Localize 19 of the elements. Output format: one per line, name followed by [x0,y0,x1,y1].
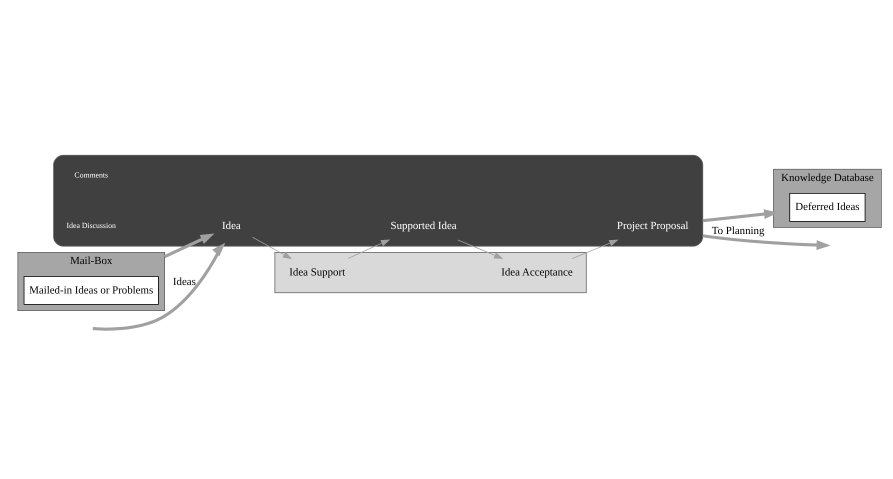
arrow [458,240,504,259]
arrow [92,242,226,331]
node-box: Mailed-in Ideas or Problems [24,276,159,305]
arrow [702,209,778,222]
node-text: Idea Acceptance [501,266,573,278]
edge-label: To Planning [712,224,764,237]
node-text: Project Proposal [616,220,688,232]
arrow [252,236,292,260]
node-text: Idea Support [289,266,346,278]
node-text: Supported Idea [390,220,457,232]
node-text: Idea [222,220,241,232]
arrow [572,240,619,259]
edge-label: Ideas [172,276,196,288]
arrow [702,234,831,250]
arrow [164,233,214,258]
arrow [347,240,390,259]
label: Idea Discussion [66,220,116,230]
label: Comments [74,170,108,180]
node-box: Deferred Ideas [789,192,866,222]
